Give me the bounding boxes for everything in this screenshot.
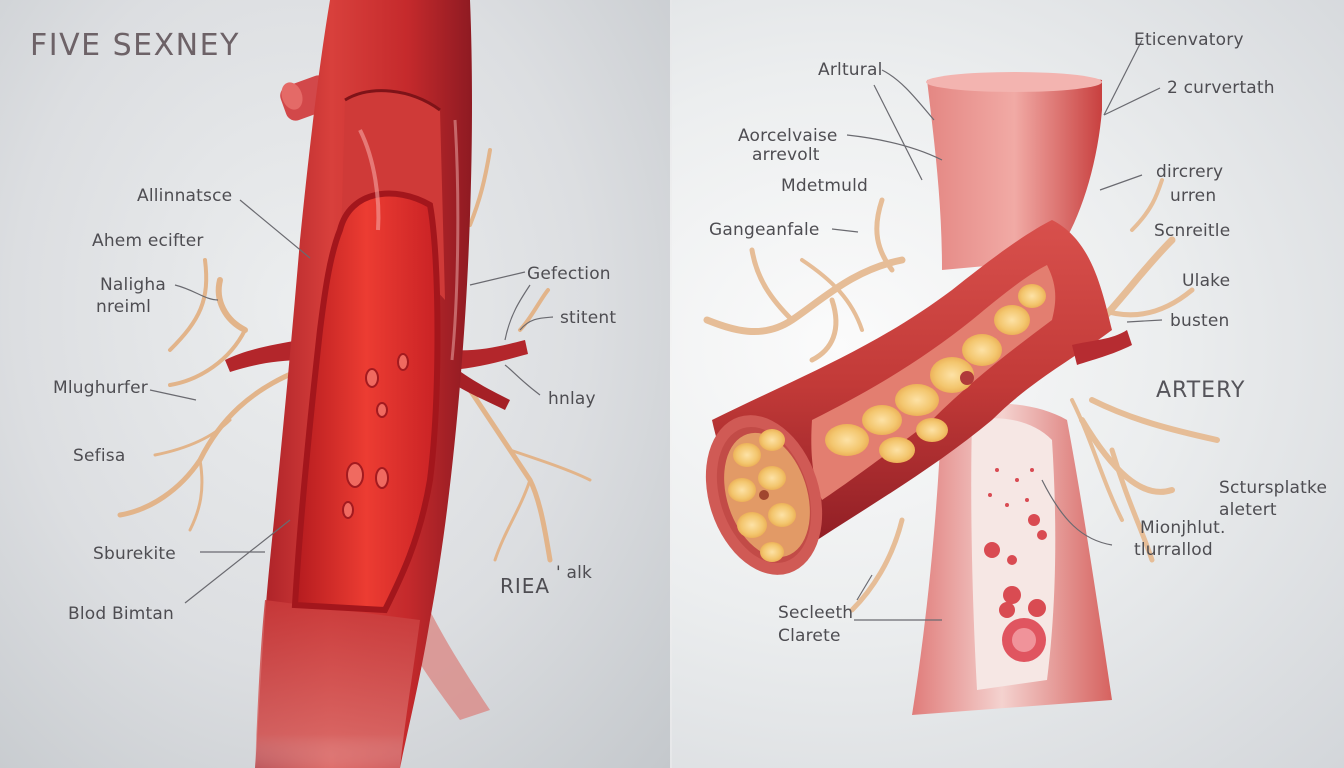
label-aletert: aletert (1219, 500, 1277, 520)
label-gangeanfale: Gangeanfale (709, 220, 820, 240)
blood-vessel-illustration (117, 0, 592, 768)
label-gefection: Gefection (527, 264, 611, 284)
label-nreiml: nreiml (96, 297, 152, 317)
label-mlughurfer: Mlughurfer (53, 378, 148, 398)
panel-divider (670, 0, 673, 768)
label-ulake: Ulake (1182, 271, 1231, 291)
label-arltural: Arltural (818, 60, 883, 80)
label-hnlay: hnlay (548, 389, 596, 409)
label-artery: ARTERY (1156, 378, 1246, 403)
label-2-curvertath: 2 curvertath (1167, 78, 1275, 98)
label-blod-bimtan: Blod Bimtan (68, 604, 174, 624)
label-mionjhlut: Mionjhlut. (1140, 518, 1226, 538)
label-secleeth: Secleeth (778, 603, 854, 623)
leader-lines (149, 199, 554, 604)
nerve-branches (703, 178, 1220, 613)
label-scturspatke: Sctursplatke (1219, 478, 1328, 498)
label-urren: urren (1170, 186, 1217, 206)
label-naligha: Naligha (100, 275, 166, 295)
label-sburekite: Sburekite (93, 544, 176, 564)
right-illustration-panel: Arltural Aorcelvaise arrevolt Mdetmuld G… (672, 0, 1344, 768)
label-stitent: stitent (560, 308, 617, 328)
label-busten: busten (1170, 311, 1230, 331)
label-scnreitle: Scnreitle (1154, 221, 1231, 241)
artery-plaque-illustration (703, 39, 1220, 715)
artery-cross-section (705, 415, 823, 575)
blood-cells (342, 353, 409, 519)
label-eticenvatory: Eticenvatory (1134, 30, 1244, 50)
blood-cells (984, 468, 1047, 662)
left-illustration-panel: FIVE SEXNEY Allinnatsce Ahem ecifter Nal… (0, 0, 672, 768)
label-arrevolt: arrevolt (752, 145, 820, 165)
label-alk: ' alk (556, 563, 593, 583)
label-sefisa: Sefisa (73, 446, 126, 466)
label-ahem-ecifter: Ahem ecifter (92, 231, 204, 251)
label-tlurrallod: tlurrallod (1134, 540, 1213, 560)
label-mdetmuld: Mdetmuld (781, 176, 869, 196)
plaque-deposits (825, 284, 1046, 463)
label-dircrery: dircrery (1156, 162, 1224, 182)
label-aorcelvaise: Aorcelvaise (738, 126, 838, 146)
label-clarete: Clarete (778, 626, 841, 646)
label-riea: RIEA (500, 574, 551, 598)
label-allinnatsce: Allinnatsce (137, 186, 233, 206)
panel-title: FIVE SEXNEY (30, 28, 240, 63)
leader-lines (831, 39, 1163, 621)
